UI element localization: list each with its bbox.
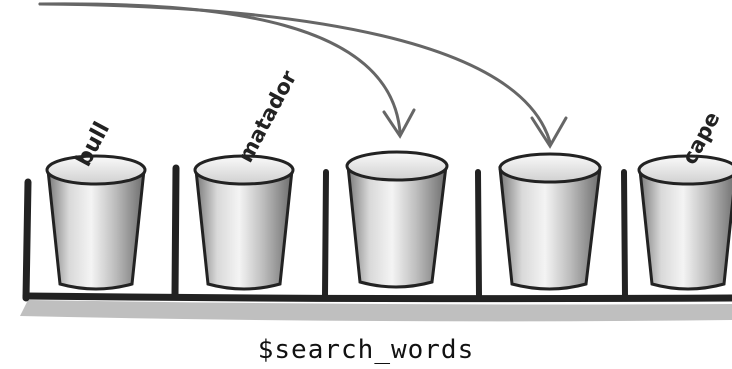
array-variable-name: $search_words — [257, 335, 475, 365]
array-element-cup-4 — [498, 152, 602, 291]
arrow-to-slot-3 — [38, 2, 416, 139]
array-element-cup-1: bull — [45, 118, 147, 291]
array-element-cup-3 — [345, 150, 449, 289]
arrow-to-slot-4 — [38, 2, 568, 149]
array-element-cup-5: cape — [637, 108, 732, 291]
cup-2-label: matador — [233, 66, 301, 166]
array-shelf — [20, 164, 732, 322]
array-element-cup-2: matador — [193, 66, 302, 291]
